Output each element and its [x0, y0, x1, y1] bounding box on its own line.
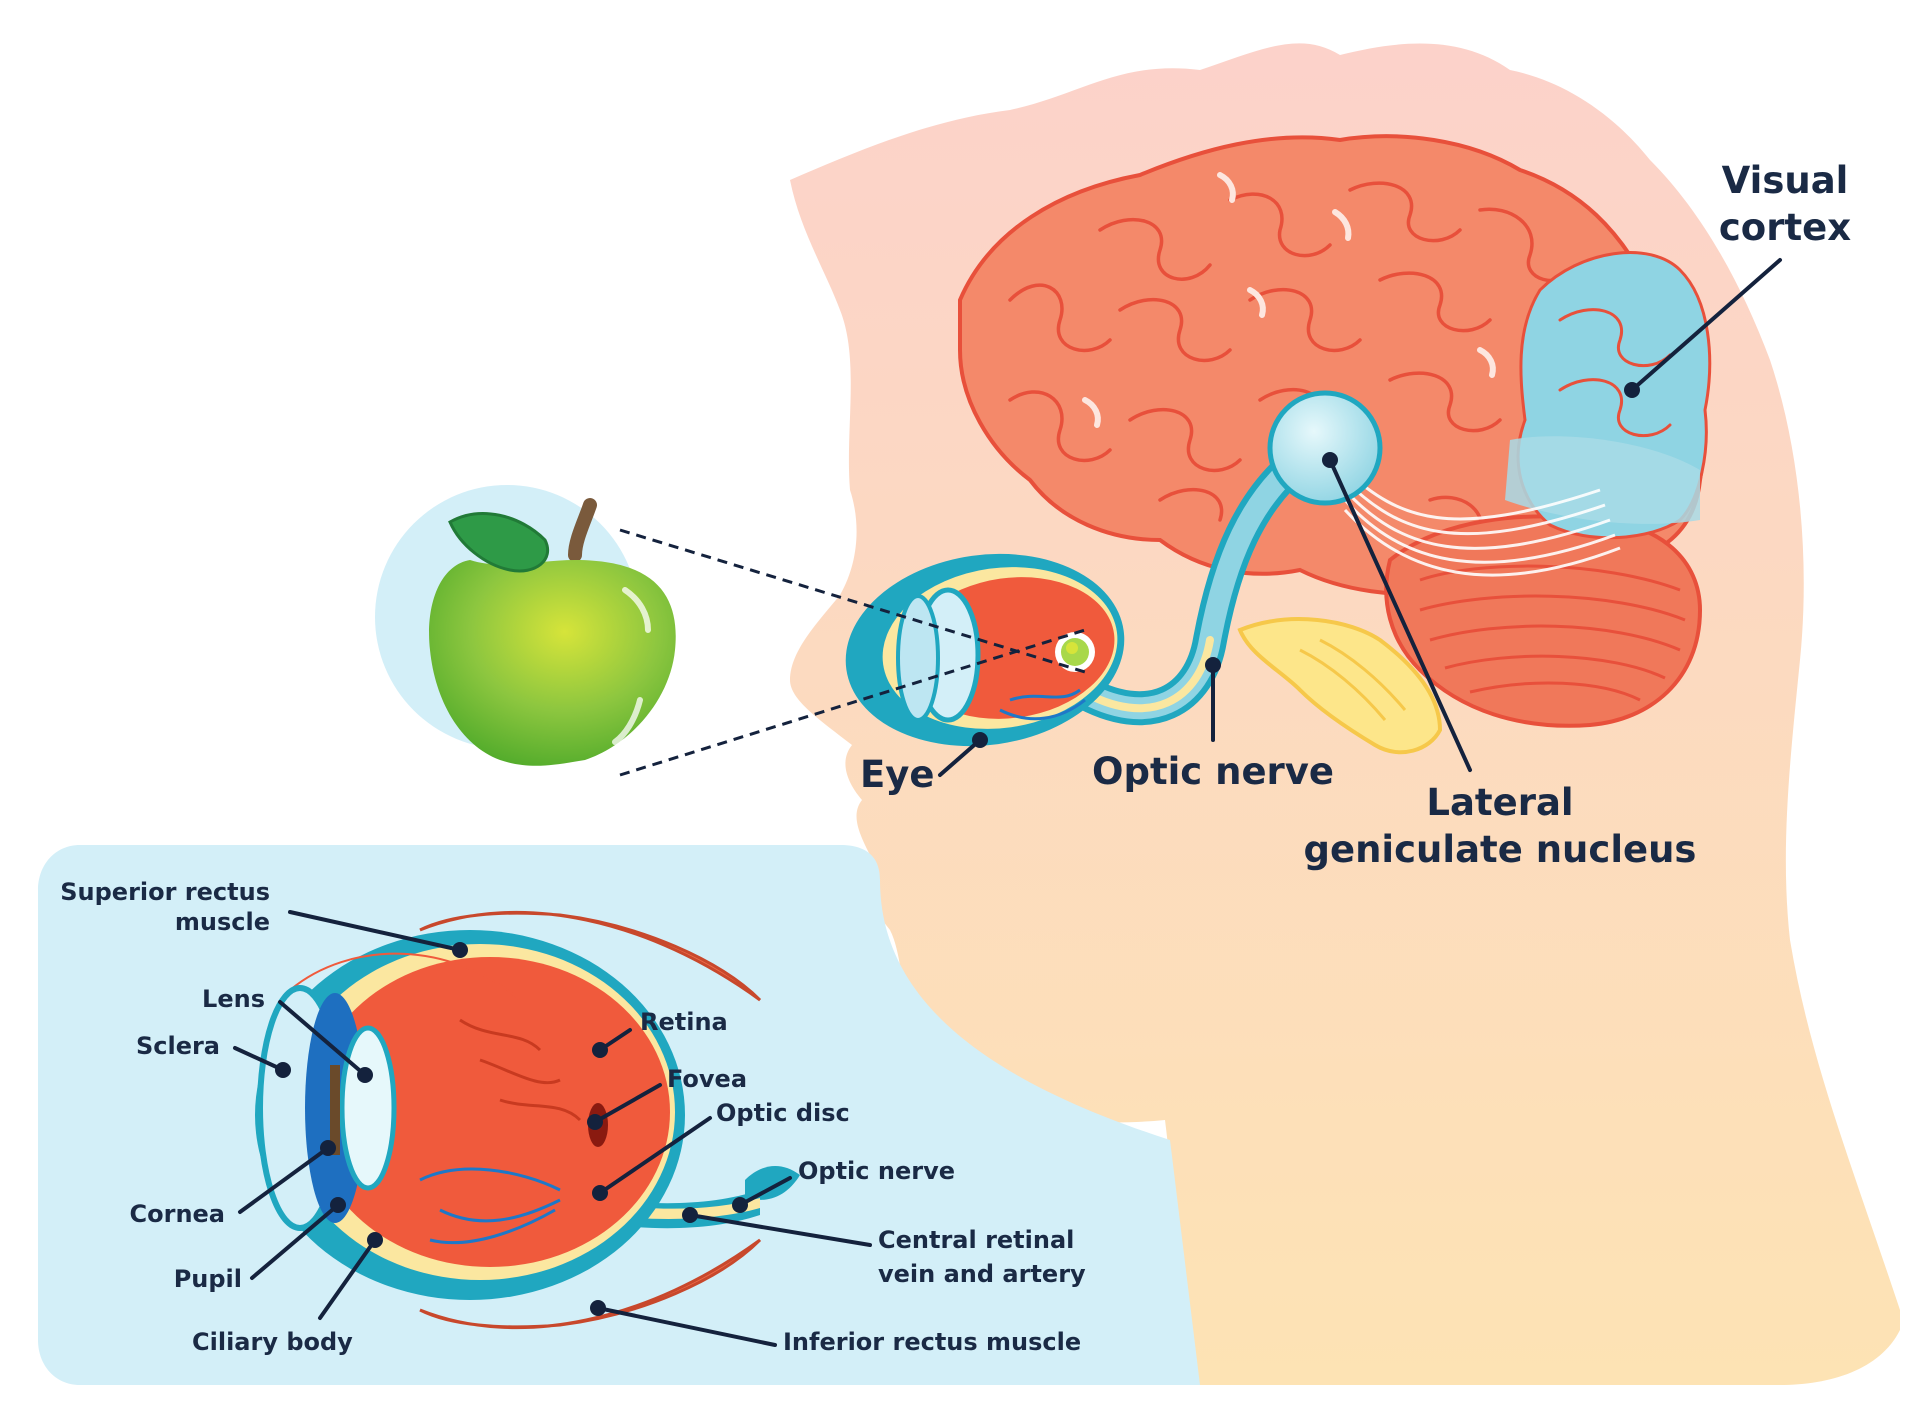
label-visual-cortex-line2: cortex [1719, 206, 1851, 249]
label-cornea: Cornea [130, 1200, 226, 1228]
leader-lines [233, 258, 1782, 1347]
label-lgn-line1: Lateral [1426, 781, 1573, 824]
label-optic-nerve-detail: Optic nerve [798, 1157, 955, 1185]
label-inferior-rectus: Inferior rectus muscle [783, 1328, 1081, 1356]
apple-icon [429, 498, 676, 766]
brainstem [1237, 617, 1443, 755]
label-retina: Retina [640, 1008, 728, 1036]
lgn-node [1267, 390, 1383, 506]
eye-detail-illustration [255, 910, 800, 1330]
label-superior-rectus-line1: Superior rectus [60, 878, 270, 906]
apple-panel [375, 485, 676, 766]
eye-icon [845, 553, 1125, 747]
label-fovea: Fovea [667, 1065, 747, 1093]
label-superior-rectus-line2: muscle [175, 908, 270, 936]
cerebellum [1384, 514, 1703, 728]
label-ciliary-body: Ciliary body [192, 1328, 353, 1356]
optic-radiation [1343, 468, 1621, 577]
optic-tract [1063, 443, 1317, 726]
label-visual-cortex-line1: Visual [1722, 159, 1849, 202]
sight-lines [619, 528, 1086, 777]
label-optic-disc: Optic disc [716, 1099, 850, 1127]
label-lgn-line2: geniculate nucleus [1304, 828, 1697, 871]
visual-cortex [1505, 251, 1712, 540]
label-central-retinal-line2: vein and artery [878, 1260, 1086, 1288]
label-sclera: Sclera [136, 1032, 220, 1060]
label-eye: Eye [860, 753, 935, 796]
label-central-retinal-line1: Central retinal [878, 1226, 1074, 1254]
label-optic-nerve: Optic nerve [1092, 750, 1334, 793]
label-lens: Lens [202, 985, 265, 1013]
label-pupil: Pupil [174, 1265, 242, 1293]
